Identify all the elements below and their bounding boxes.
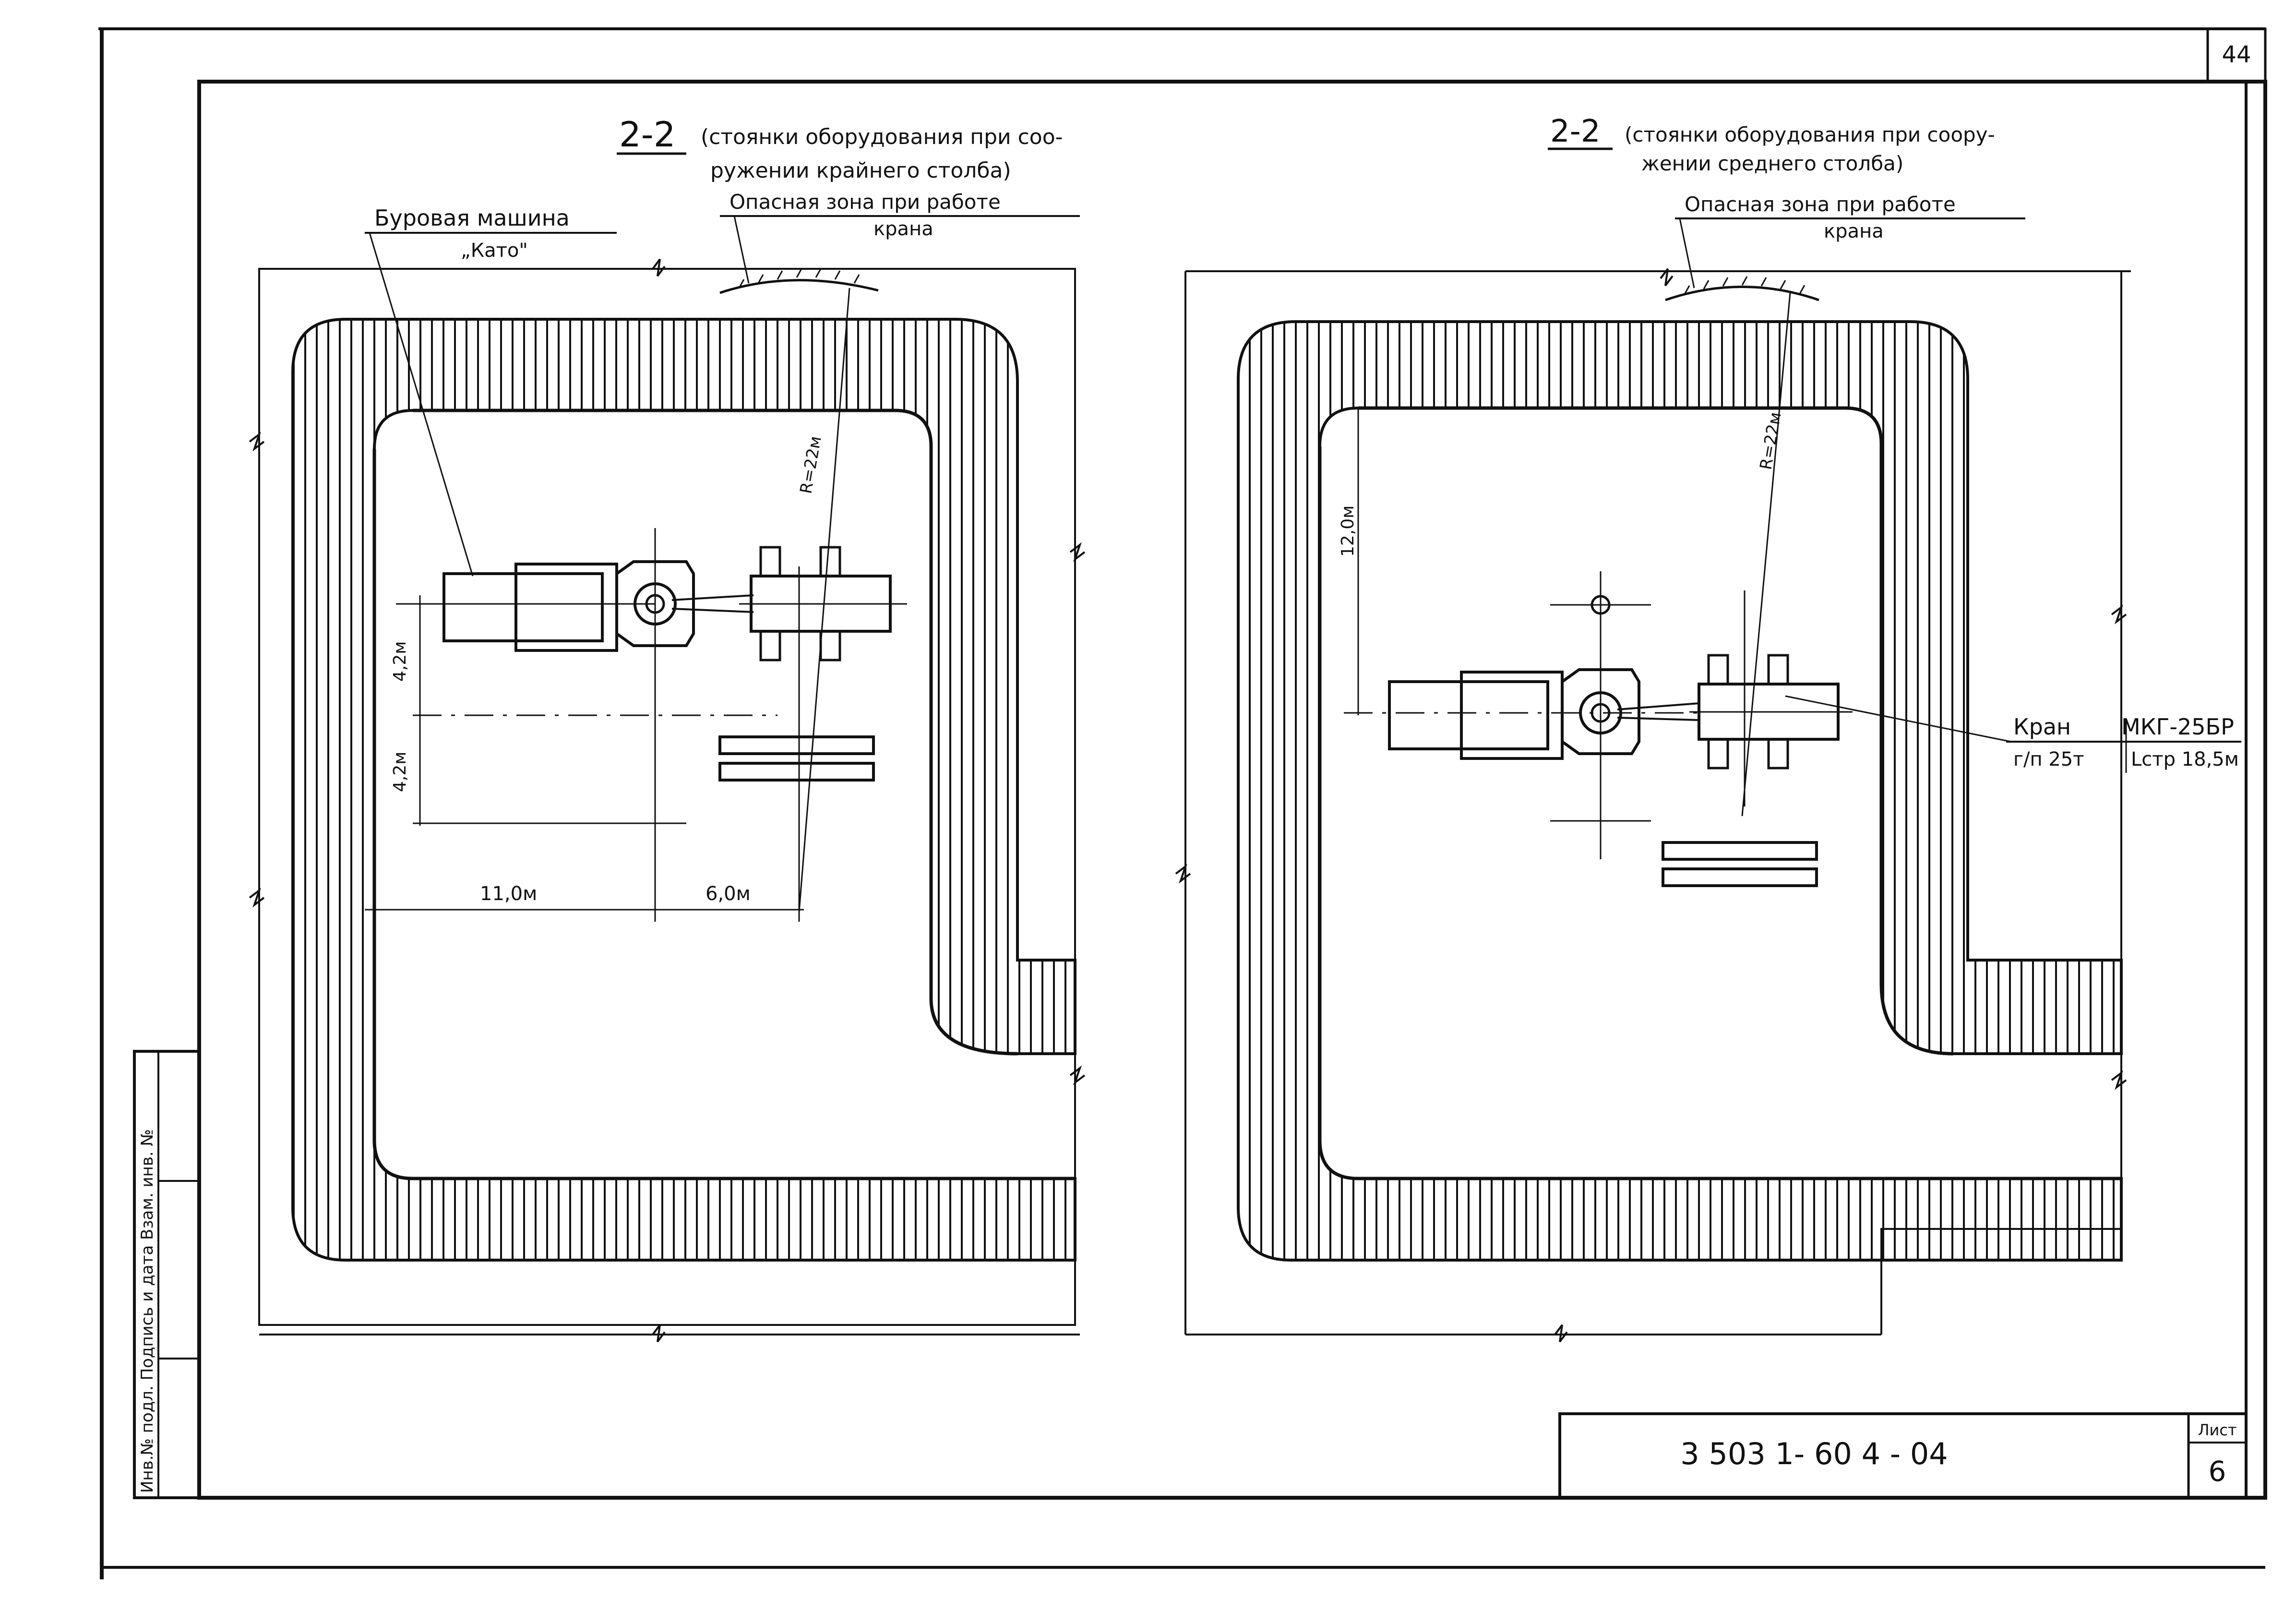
right-danger-zone-line1: Опасная зона при работе — [1685, 192, 1956, 216]
crane-model: МКГ-25БР — [2121, 714, 2234, 740]
left-plan: 2-2 (стоянки оборудования при соо- ружен… — [249, 114, 1086, 1343]
left-mat-1 — [718, 735, 875, 755]
left-crane — [739, 546, 907, 662]
sheet-number: 6 — [2209, 1455, 2226, 1488]
left-dim-h2: 6,0м — [706, 883, 751, 905]
page-number-box: 44 — [2206, 27, 2267, 83]
left-title-line2: ружении крайнего столба) — [710, 158, 1011, 183]
crane-boom: Lстр 18,5м — [2131, 748, 2239, 770]
right-section-mark: 2-2 — [1550, 114, 1601, 149]
drill-machine-name: „Като" — [461, 240, 528, 262]
left-excavation-slope — [291, 318, 1076, 1262]
left-mat-2 — [718, 762, 875, 782]
right-title-line2: жении среднего столба) — [1641, 152, 1903, 175]
right-excavation-slope — [1237, 320, 2123, 1262]
right-plan: 2-2 (стоянки оборудования при соору- жен… — [1175, 114, 2241, 1343]
right-mat-2 — [1662, 867, 1818, 887]
right-danger-zone-line2: крана — [1824, 220, 1884, 242]
right-mat-1 — [1662, 841, 1818, 861]
right-title-line1: (стоянки оборудования при соору- — [1625, 123, 1995, 146]
right-dim-v1: 12,0м — [1338, 505, 1358, 557]
stamp-code: 3 503 1- 60 4 - 04 — [1680, 1436, 1948, 1471]
right-crane — [1689, 654, 1853, 770]
left-section-mark: 2-2 — [619, 114, 676, 155]
crane-capacity: г/п 25т — [2013, 748, 2084, 770]
left-danger-zone-line2: крана — [873, 218, 933, 240]
left-title-line1: (стоянки оборудования при соо- — [701, 125, 1063, 149]
left-dim-h1: 11,0м — [480, 883, 537, 905]
left-dim-v1: 4,2м — [390, 641, 410, 682]
page-number: 44 — [2222, 41, 2251, 68]
drill-machine-label: Буровая машина — [374, 205, 570, 231]
left-radius-label: R=22м — [796, 434, 825, 495]
crane-label: Кран — [2013, 714, 2071, 740]
sheet-label: Лист — [2198, 1421, 2236, 1439]
title-block: 3 503 1- 60 4 - 04 Лист 6 — [1558, 1412, 2248, 1499]
right-drill-machine — [1388, 668, 1699, 760]
left-dim-v2: 4,2м — [390, 752, 410, 792]
sheet-frame — [98, 27, 2267, 1579]
right-radius-label: R=22м — [1756, 410, 1785, 471]
side-stamp: Инв.№ подл. Подпись и дата Взам. инв. № — [133, 1050, 201, 1499]
left-danger-zone-line1: Опасная зона при работе — [729, 190, 1001, 214]
side-stamp-text: Инв.№ подл. Подпись и дата Взам. инв. № — [138, 1129, 157, 1493]
drill-machine-kato — [442, 560, 754, 652]
